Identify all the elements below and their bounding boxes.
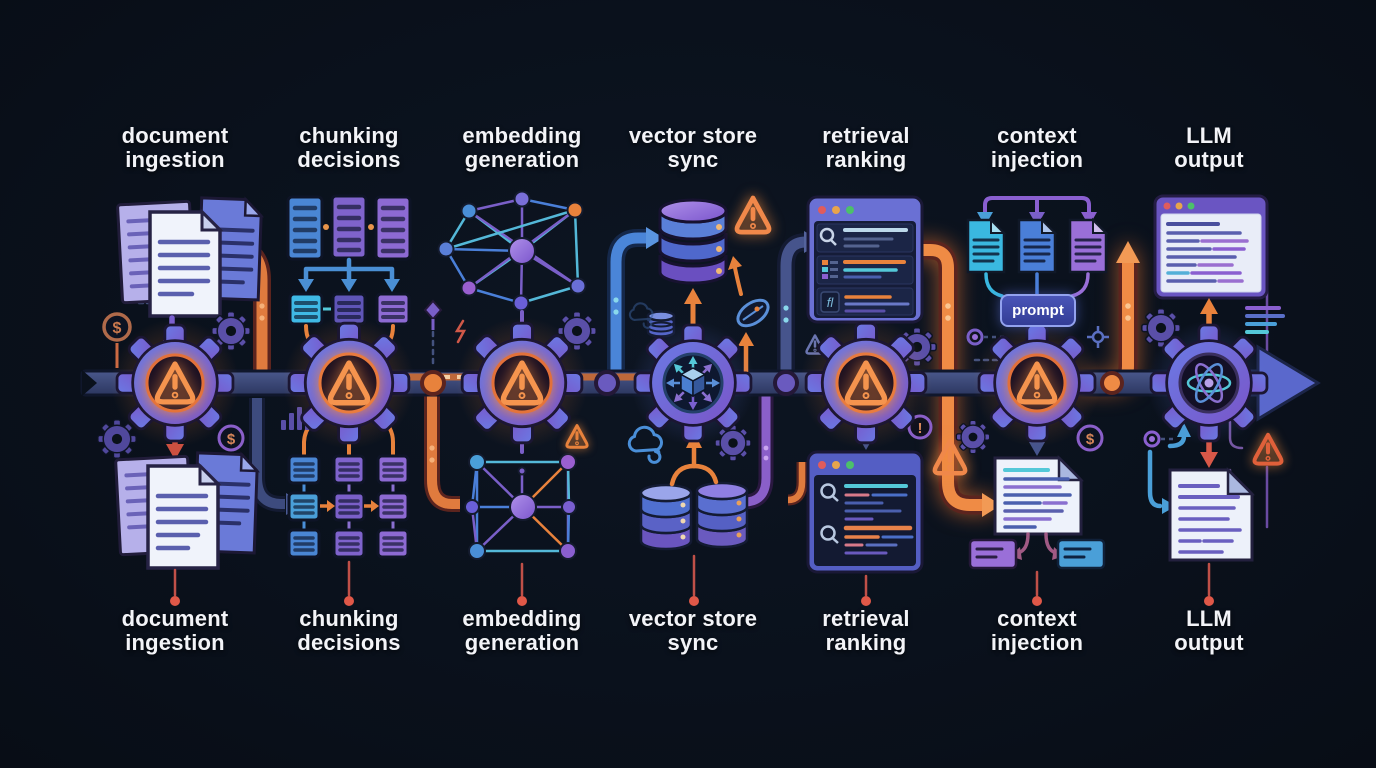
list-icon xyxy=(822,260,838,279)
pipeline-junction-orange-2 xyxy=(1100,371,1124,395)
cube-expand-icon xyxy=(666,356,720,410)
chunk-small-icon xyxy=(375,292,411,326)
chunk-small-icon xyxy=(288,292,324,326)
stage-document-ingestion: $ xyxy=(97,196,265,570)
dollar-badge-icon: $ xyxy=(217,424,245,452)
atom-icon xyxy=(1186,363,1232,403)
search-icon xyxy=(820,483,839,502)
traffic-light-red xyxy=(818,206,826,214)
traffic-light-orange xyxy=(832,206,840,214)
branch-arrows xyxy=(1010,532,1064,560)
pipeline-junction-orange xyxy=(420,370,446,396)
search-icon xyxy=(820,525,839,544)
gear-icon xyxy=(955,419,991,455)
stage-bottom-label-embedding-generation: embedding generation xyxy=(462,606,582,655)
document-icon xyxy=(966,218,1006,274)
node-connector-icon xyxy=(1087,326,1109,348)
pipeline-gears xyxy=(111,317,1271,449)
stage-top-label-retrieval-ranking: retrieval ranking xyxy=(822,123,910,172)
text-lines-icon xyxy=(1245,306,1285,334)
database-pair-icon xyxy=(639,481,749,551)
spark-doodle-icon xyxy=(454,319,467,344)
stage-bottom-label-chunking-decisions: chunking decisions xyxy=(297,606,401,655)
stage-top-label-vector-store-sync: vector store sync xyxy=(628,123,758,172)
chip-blue xyxy=(1056,538,1106,570)
warning-triangle-icon xyxy=(565,424,589,449)
stage-bottom-label-llm-output: LLM output xyxy=(1174,606,1244,655)
pipe-orange-chunking-down xyxy=(424,396,460,512)
svg-text:$: $ xyxy=(227,431,236,448)
fn-badge: fl xyxy=(827,295,835,310)
stage-vector-store-sync xyxy=(627,198,772,551)
chunk-grid-icon xyxy=(287,454,410,559)
search-results-window-output-icon xyxy=(806,450,924,574)
svg-text:!: ! xyxy=(918,420,923,437)
document-icon xyxy=(1017,218,1057,274)
pipeline-start-notch xyxy=(82,370,97,396)
stage-bottom-label-vector-store-sync: vector store sync xyxy=(628,606,758,655)
documents-stack-icon xyxy=(116,196,265,318)
output-document-icon xyxy=(1168,466,1256,562)
circle-dot-icon xyxy=(1143,430,1173,448)
stage-bottom-label-document-ingestion: document ingestion xyxy=(121,606,229,655)
search-results-window-icon: fl xyxy=(806,195,924,324)
annotated-document-icon xyxy=(993,454,1085,536)
stage-retrieval-ranking: fl ! xyxy=(805,195,966,574)
pipe-blue-embedding-to-db-arrow xyxy=(607,227,664,394)
document-icon xyxy=(1068,218,1108,274)
traffic-light-green xyxy=(846,206,854,214)
chunk-block-icon xyxy=(376,197,410,259)
svg-text:$: $ xyxy=(1086,431,1095,448)
documents-stack-output-icon xyxy=(114,451,261,570)
pipe-orange-small-elbow xyxy=(787,462,808,506)
pipeline-junction-purple-2 xyxy=(773,370,799,396)
stage-top-label-embedding-generation: embedding generation xyxy=(462,123,582,172)
prompt-pill: prompt xyxy=(1000,294,1076,327)
stage-llm-output xyxy=(1141,194,1285,562)
chunk-block-icon xyxy=(288,197,322,259)
node-graph-icon xyxy=(437,190,587,312)
llm-output-window-icon xyxy=(1153,194,1269,300)
chip-purple xyxy=(968,538,1018,570)
search-icon xyxy=(819,227,837,246)
warning-triangle-icon xyxy=(1255,435,1282,464)
warning-triangle-icon xyxy=(737,198,769,232)
diamond-pole-icon xyxy=(423,299,443,330)
compass-leaf-icon xyxy=(736,298,770,328)
dollar-badge-icon: $ xyxy=(1076,424,1104,452)
stage-top-label-document-ingestion: document ingestion xyxy=(121,123,229,172)
label-connectors xyxy=(170,554,1214,606)
database-cylinder-icon xyxy=(658,198,728,285)
split-arrows xyxy=(298,257,400,292)
chunk-block-icon xyxy=(332,196,366,258)
pipeline-junction-purple xyxy=(594,370,620,396)
stage-top-label-context-injection: context injection xyxy=(990,123,1084,172)
svg-text:$: $ xyxy=(113,320,122,337)
stage-top-label-llm-output: LLM output xyxy=(1174,123,1244,172)
stage-bottom-label-retrieval-ranking: retrieval ranking xyxy=(822,606,910,655)
stage-top-label-chunking-decisions: chunking decisions xyxy=(297,123,401,172)
stage-bottom-label-context-injection: context injection xyxy=(990,606,1084,655)
docs-to-prompt-lines xyxy=(984,272,1090,298)
